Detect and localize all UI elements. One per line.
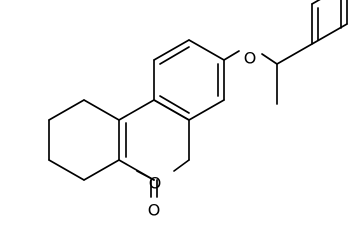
bond <box>223 50 240 61</box>
bond <box>261 53 278 65</box>
bond <box>153 39 190 61</box>
bond <box>48 99 85 121</box>
ether-oxygen-label: O <box>244 49 257 68</box>
bonds <box>48 0 348 198</box>
bond <box>48 159 85 181</box>
bond <box>188 99 225 121</box>
bond <box>276 43 313 65</box>
ring-oxygen-label: O <box>149 174 162 193</box>
bond <box>118 159 155 181</box>
bond <box>83 99 120 121</box>
bond <box>83 159 120 181</box>
bond <box>173 159 190 172</box>
bond <box>159 46 190 65</box>
bond <box>159 95 190 114</box>
carbonyl-oxygen-label: O <box>148 201 161 220</box>
bond <box>311 0 321 5</box>
bond <box>153 99 190 121</box>
bond <box>118 99 155 121</box>
bond <box>188 39 225 61</box>
